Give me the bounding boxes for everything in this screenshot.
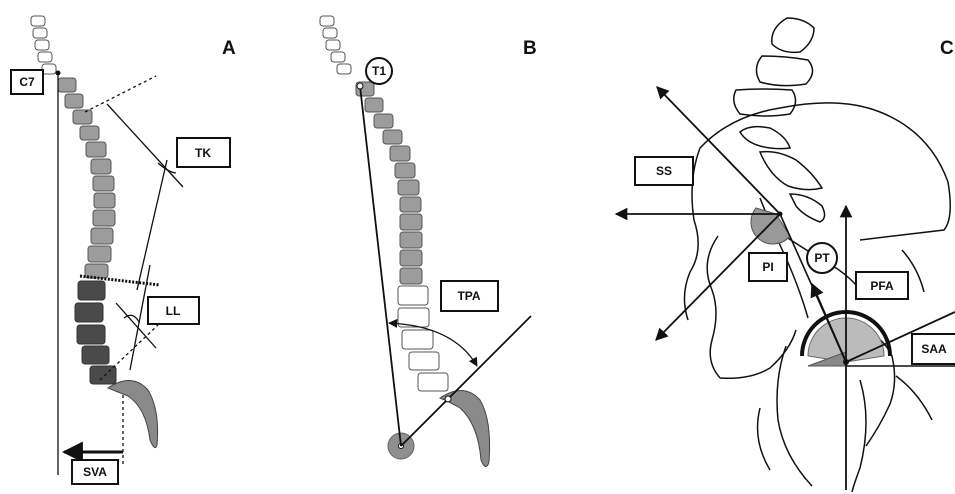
sacrum bbox=[108, 380, 158, 447]
tk-angle-line-upper bbox=[107, 104, 183, 187]
tk-angle-arc bbox=[158, 163, 176, 173]
c7-label: C7 bbox=[11, 70, 43, 94]
cervical-vertebrae bbox=[31, 16, 56, 74]
panel-a-spine bbox=[31, 16, 158, 448]
svg-text:T1: T1 bbox=[372, 64, 386, 78]
tk-upper-endplate-line bbox=[85, 76, 156, 112]
svg-text:TK: TK bbox=[195, 146, 211, 160]
saa-label: SAA bbox=[912, 334, 955, 364]
svg-text:PT: PT bbox=[814, 251, 830, 265]
tpa-label: TPA bbox=[441, 281, 498, 311]
sva-label: SVA bbox=[72, 460, 118, 484]
femoral-head-center bbox=[843, 359, 849, 365]
cervical-vertebrae bbox=[320, 16, 351, 74]
panel-a-letter: A bbox=[222, 38, 236, 59]
pt-label: PT bbox=[807, 243, 837, 273]
c7-centroid-point bbox=[56, 71, 61, 76]
svg-text:C7: C7 bbox=[19, 75, 35, 89]
panel-b-letter: B bbox=[523, 38, 537, 59]
panel-b-spine bbox=[320, 16, 490, 467]
lumbar-vertebrae bbox=[75, 281, 116, 384]
svg-text:SAA: SAA bbox=[921, 342, 947, 356]
svg-text:PFA: PFA bbox=[870, 279, 894, 293]
ss-label: SS bbox=[635, 157, 693, 185]
panel-b: B bbox=[320, 16, 537, 467]
t1-centroid-point bbox=[357, 83, 363, 89]
tk-label: TK bbox=[177, 138, 230, 167]
panel-c-letter: C bbox=[940, 38, 954, 59]
pfa-label: PFA bbox=[856, 272, 908, 299]
svg-text:SVA: SVA bbox=[83, 465, 107, 479]
svg-text:LL: LL bbox=[166, 304, 181, 318]
ll-label: LL bbox=[148, 297, 199, 324]
panel-c: C bbox=[616, 18, 955, 492]
tk-angle-line-lower bbox=[137, 160, 167, 290]
panel-a: A bbox=[11, 16, 236, 484]
thoracic-vertebrae bbox=[58, 78, 115, 278]
t1-label: T1 bbox=[366, 58, 392, 84]
svg-text:SS: SS bbox=[656, 164, 672, 178]
svg-text:PI: PI bbox=[762, 260, 773, 274]
svg-text:TPA: TPA bbox=[457, 289, 480, 303]
s1-midpoint bbox=[445, 396, 451, 402]
thoracic-vertebrae bbox=[356, 82, 422, 284]
s1-endplate-midpoint bbox=[778, 212, 783, 217]
sacral-endplate-perpendicular-arrow bbox=[657, 87, 780, 214]
pi-label: PI bbox=[749, 253, 787, 281]
